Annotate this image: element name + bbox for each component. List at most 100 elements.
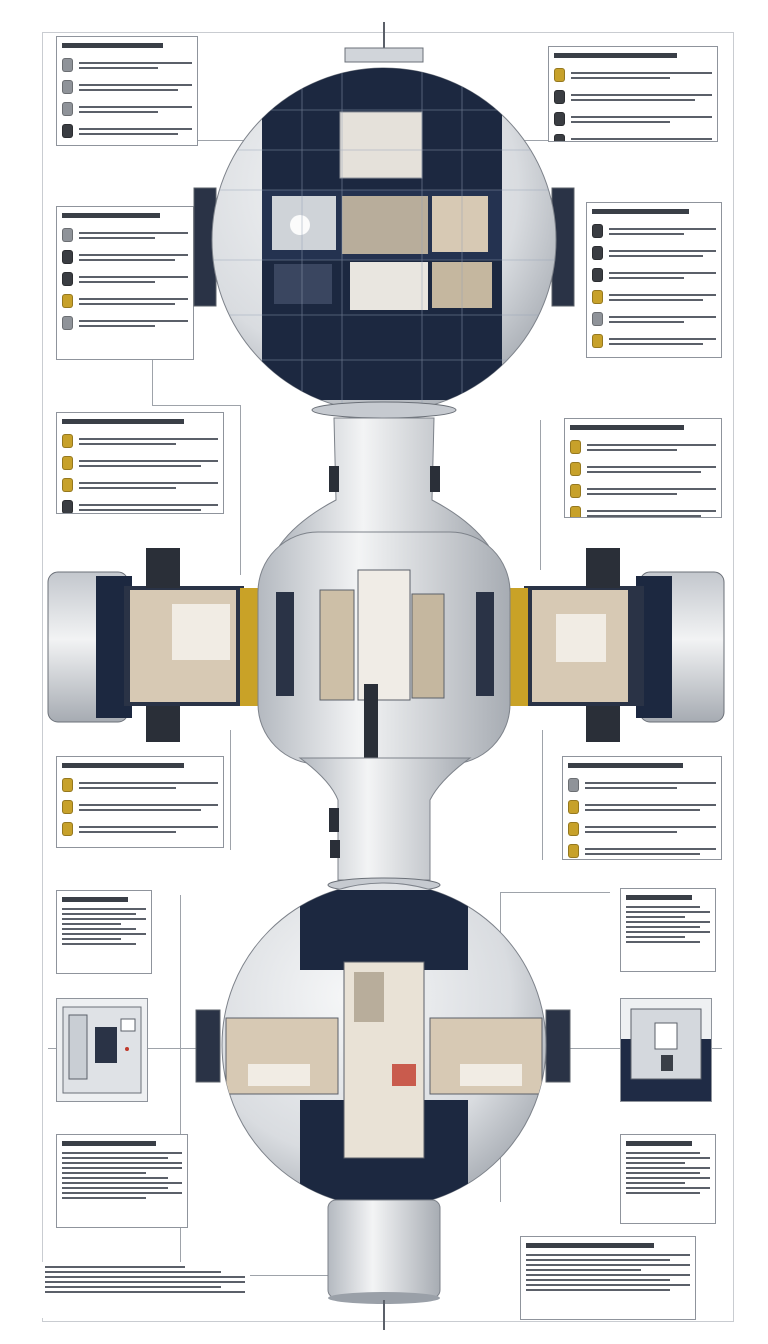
material-swatch — [62, 124, 73, 138]
annotation-heading — [62, 897, 128, 902]
material-swatch — [554, 90, 565, 104]
callout-heading — [62, 763, 184, 768]
callout-text-lines — [79, 459, 218, 467]
callout-rows — [592, 220, 716, 352]
material-swatch — [62, 822, 73, 836]
material-swatch — [554, 134, 565, 141]
callout-row — [62, 120, 192, 142]
callout-heading — [62, 43, 164, 48]
interior-inset-left-drawing — [62, 1006, 142, 1094]
material-swatch — [592, 246, 603, 260]
callout-row — [554, 64, 712, 86]
lower-sphere — [195, 882, 571, 1208]
material-swatch — [62, 316, 73, 330]
callout-text-lines — [571, 93, 712, 101]
annotation-lines — [626, 1152, 710, 1194]
lower-connector — [298, 757, 472, 893]
leader-line — [500, 892, 610, 893]
material-swatch — [62, 228, 73, 242]
leader-line — [180, 895, 181, 1275]
callout-text-lines — [79, 253, 188, 261]
callout-text-lines — [585, 803, 716, 811]
leader-line — [230, 730, 231, 850]
diagram-frame — [42, 32, 734, 1322]
callout-panel-upper-right-2 — [586, 202, 722, 358]
material-swatch — [62, 58, 73, 72]
callout-row — [570, 458, 716, 480]
callout-text-lines — [609, 337, 716, 345]
central-hub — [257, 531, 511, 784]
callout-panel-mid-left — [56, 412, 224, 514]
material-swatch — [62, 434, 73, 448]
callout-row — [62, 430, 218, 452]
annotation-block-footer-left — [40, 1262, 250, 1318]
callout-row — [62, 312, 188, 334]
callout-row — [62, 774, 218, 796]
callout-text-lines — [609, 227, 716, 235]
callout-text-lines — [79, 803, 218, 811]
callout-text-lines — [79, 297, 188, 305]
material-swatch — [62, 80, 73, 94]
annotation-heading — [626, 1141, 692, 1146]
leader-line — [152, 360, 153, 405]
callout-text-lines — [79, 105, 192, 113]
callout-row — [592, 264, 716, 286]
callout-rows — [570, 436, 716, 517]
callout-row — [570, 502, 716, 517]
material-swatch — [570, 462, 581, 476]
callout-text-lines — [609, 293, 716, 301]
callout-row — [62, 496, 218, 513]
callout-text-lines — [79, 127, 192, 135]
callout-text-lines — [585, 825, 716, 833]
callout-row — [62, 818, 218, 840]
material-swatch — [62, 778, 73, 792]
callout-rows — [62, 224, 188, 334]
material-swatch — [62, 294, 73, 308]
interior-inset-right — [620, 998, 712, 1102]
callout-text-lines — [571, 115, 712, 123]
material-swatch — [592, 224, 603, 238]
callout-heading — [592, 209, 689, 214]
annotation-heading — [526, 1243, 654, 1248]
callout-text-lines — [571, 137, 712, 142]
callout-row — [568, 774, 716, 796]
annotation-lines — [62, 1152, 182, 1199]
callout-row — [62, 474, 218, 496]
callout-text-lines — [79, 83, 192, 91]
top-antenna — [344, 22, 424, 63]
leader-line — [180, 1275, 330, 1276]
leader-line — [152, 405, 240, 406]
callout-rows — [62, 774, 218, 840]
annotation-block-lower-left — [56, 890, 152, 974]
callout-heading — [570, 425, 684, 430]
annotation-heading — [62, 1141, 156, 1146]
callout-row — [592, 308, 716, 330]
material-swatch — [62, 102, 73, 116]
callout-text-lines — [585, 847, 716, 855]
callout-heading — [568, 763, 684, 768]
annotation-lines — [526, 1254, 690, 1291]
callout-row — [62, 98, 192, 120]
callout-row — [62, 796, 218, 818]
callout-row — [568, 796, 716, 818]
callout-row — [62, 246, 188, 268]
upper-connector — [279, 417, 489, 546]
callout-row — [592, 242, 716, 264]
material-swatch — [62, 456, 73, 470]
leader-line — [198, 140, 258, 141]
material-swatch — [62, 478, 73, 492]
callout-text-lines — [587, 465, 716, 473]
annotation-lines — [45, 1266, 245, 1293]
callout-panel-lower-left-1 — [56, 756, 224, 848]
callout-text-lines — [571, 71, 712, 79]
callout-row — [62, 54, 192, 76]
leader-line — [540, 420, 541, 570]
callout-text-lines — [585, 781, 716, 789]
interior-inset-right-drawing — [621, 1008, 711, 1101]
callout-rows — [554, 64, 712, 142]
callout-heading — [554, 53, 678, 58]
callout-row — [570, 480, 716, 502]
callout-panel-upper-left-1 — [56, 36, 198, 146]
callout-panel-mid-right — [564, 418, 722, 518]
callout-row — [592, 220, 716, 242]
